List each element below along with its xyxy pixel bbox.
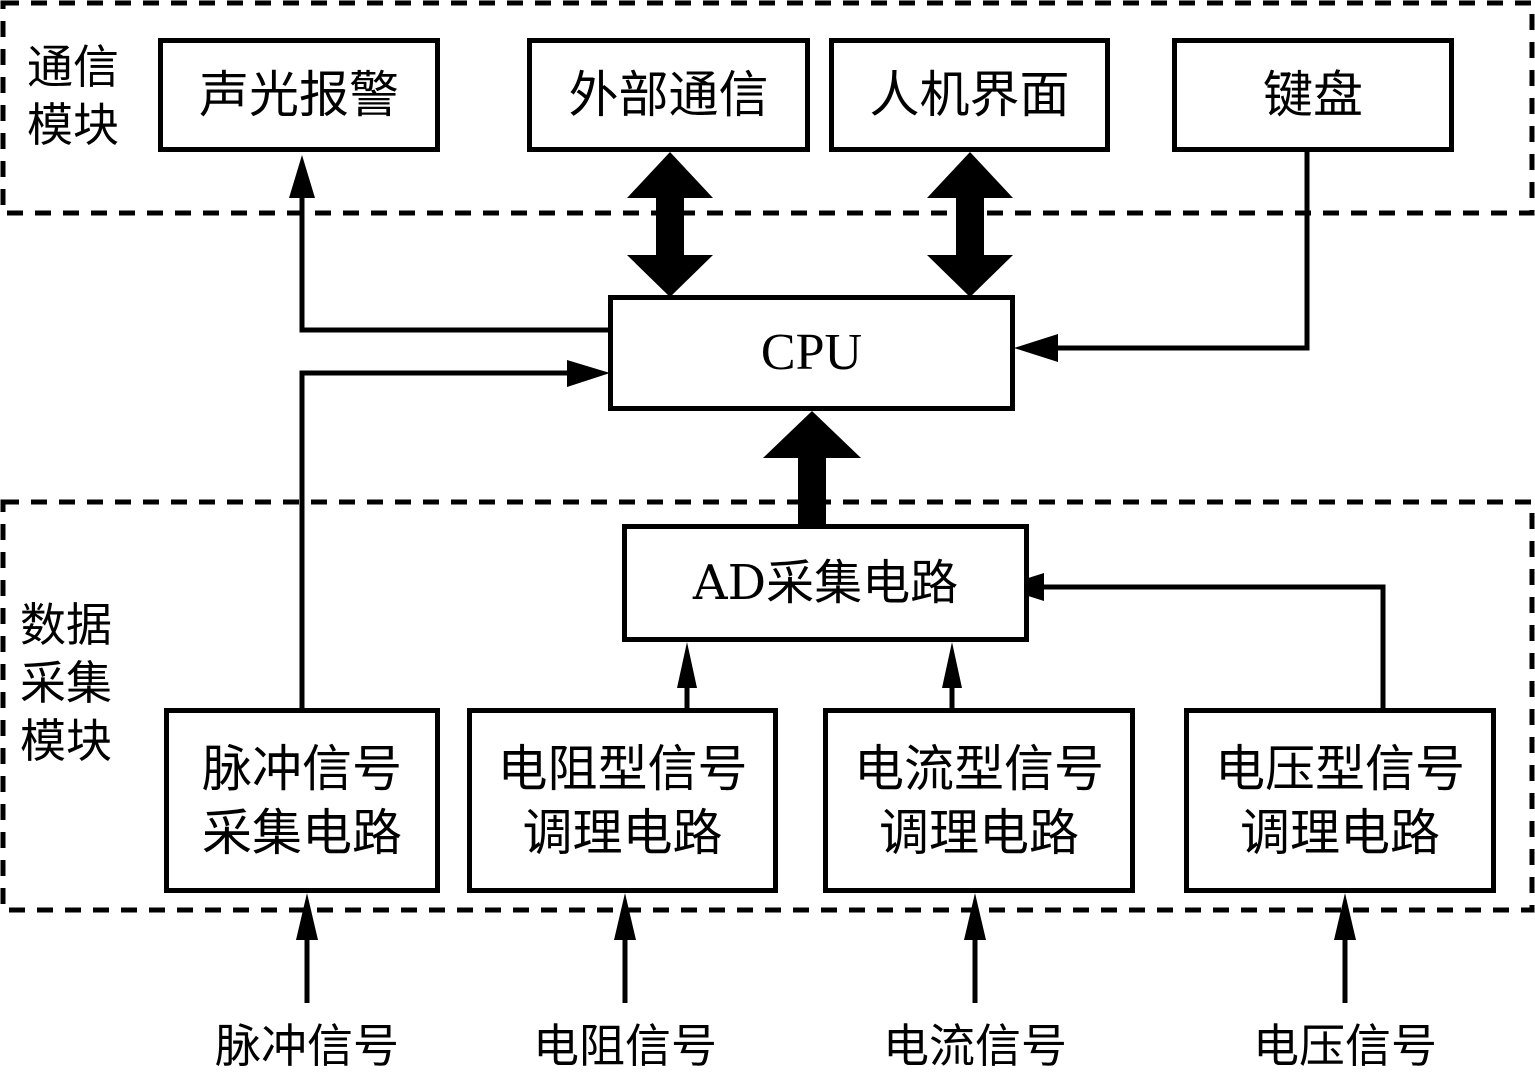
resistance-circuit-block: 电阻型信号 调理电路 <box>467 708 778 893</box>
pulse-circuit-block: 脉冲信号 采集电路 <box>164 708 440 893</box>
current-circuit-block: 电流型信号 调理电路 <box>823 708 1135 893</box>
keyboard-block: 键盘 <box>1172 38 1454 152</box>
current-circuit-block-label: 电流型信号 调理电路 <box>854 739 1104 862</box>
arrow-head-up-icon <box>614 893 636 940</box>
external-comm-bus-arrow-icon <box>627 152 713 297</box>
external-comm-block-label: 外部通信 <box>568 66 769 124</box>
arrow-head-up-icon <box>964 893 986 940</box>
arrow-head-left-icon <box>1014 334 1058 362</box>
voltage-circuit-block: 电压型信号 调理电路 <box>1184 708 1496 893</box>
acquisition-module-frame <box>0 499 1535 913</box>
external-comm-block: 外部通信 <box>527 38 810 152</box>
communication-module-frame <box>0 0 1535 216</box>
acquisition-module-label: 数据 采集 模块 <box>20 598 112 768</box>
arrow-head-up-icon <box>1334 893 1356 940</box>
keyboard-block-label: 键盘 <box>1263 66 1363 124</box>
arrow-head-up-icon <box>677 642 697 688</box>
hmi-bus-arrow-icon <box>927 152 1013 297</box>
pulse-input-label: 脉冲信号 <box>215 1019 399 1073</box>
resistance-input-label: 电阻信号 <box>533 1019 717 1073</box>
pulse-to-cpu-line <box>299 370 575 710</box>
alarm-block-label: 声光报警 <box>199 66 399 124</box>
arrow-head-up-icon <box>942 642 962 688</box>
cpu-to-alarm-line <box>299 185 610 333</box>
current-input-label: 电流信号 <box>883 1019 1067 1073</box>
arrow-head-right-icon <box>567 360 610 387</box>
keyboard-to-cpu-line <box>1050 150 1310 351</box>
resistance-circuit-block-label: 电阻型信号 调理电路 <box>497 739 748 862</box>
arrow-head-up-icon <box>289 155 315 198</box>
voltage-circuit-block-label: 电压型信号 调理电路 <box>1215 739 1465 862</box>
ad-block-label: AD采集电路 <box>692 555 959 611</box>
hmi-block-label: 人机界面 <box>869 66 1070 124</box>
ad-block: AD采集电路 <box>622 524 1029 642</box>
hmi-block: 人机界面 <box>829 38 1110 152</box>
communication-module-label: 通信 模块 <box>27 40 119 152</box>
arrow-head-up-icon <box>296 893 318 940</box>
cpu-block-label: CPU <box>760 324 863 381</box>
voltage-to-ad-line <box>1035 584 1386 710</box>
voltage-input-label: 电压信号 <box>1253 1019 1437 1073</box>
alarm-block: 声光报警 <box>158 38 440 152</box>
pulse-circuit-block-label: 脉冲信号 采集电路 <box>202 739 402 862</box>
ad-to-cpu-bus-arrow-icon <box>763 411 861 527</box>
cpu-block: CPU <box>608 295 1015 411</box>
